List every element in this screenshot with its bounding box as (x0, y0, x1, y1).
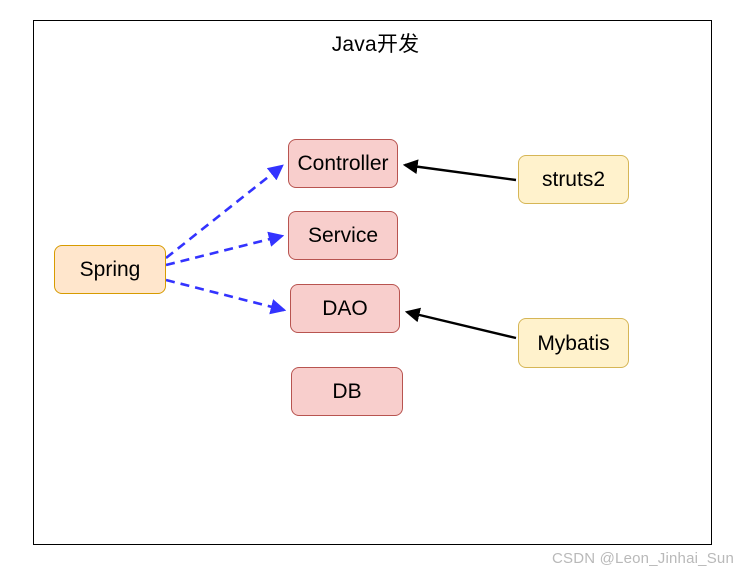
diagram-frame (33, 20, 712, 545)
node-dao[interactable]: DAO (290, 284, 400, 333)
node-struts2-label: struts2 (541, 168, 606, 191)
node-service-label: Service (307, 224, 379, 247)
node-controller-label: Controller (297, 152, 389, 175)
diagram-title: Java开发 (331, 33, 420, 56)
node-db[interactable]: DB (291, 367, 403, 416)
node-struts2[interactable]: struts2 (518, 155, 629, 204)
node-spring[interactable]: Spring (54, 245, 166, 294)
node-spring-label: Spring (79, 258, 141, 281)
node-service[interactable]: Service (288, 211, 398, 260)
node-mybatis[interactable]: Mybatis (518, 318, 629, 368)
node-mybatis-label: Mybatis (537, 331, 610, 355)
node-dao-label: DAO (322, 297, 368, 320)
node-db-label: DB (332, 380, 362, 403)
watermark-text: CSDN @Leon_Jinhai_Sun (551, 550, 734, 567)
node-controller[interactable]: Controller (288, 139, 398, 188)
